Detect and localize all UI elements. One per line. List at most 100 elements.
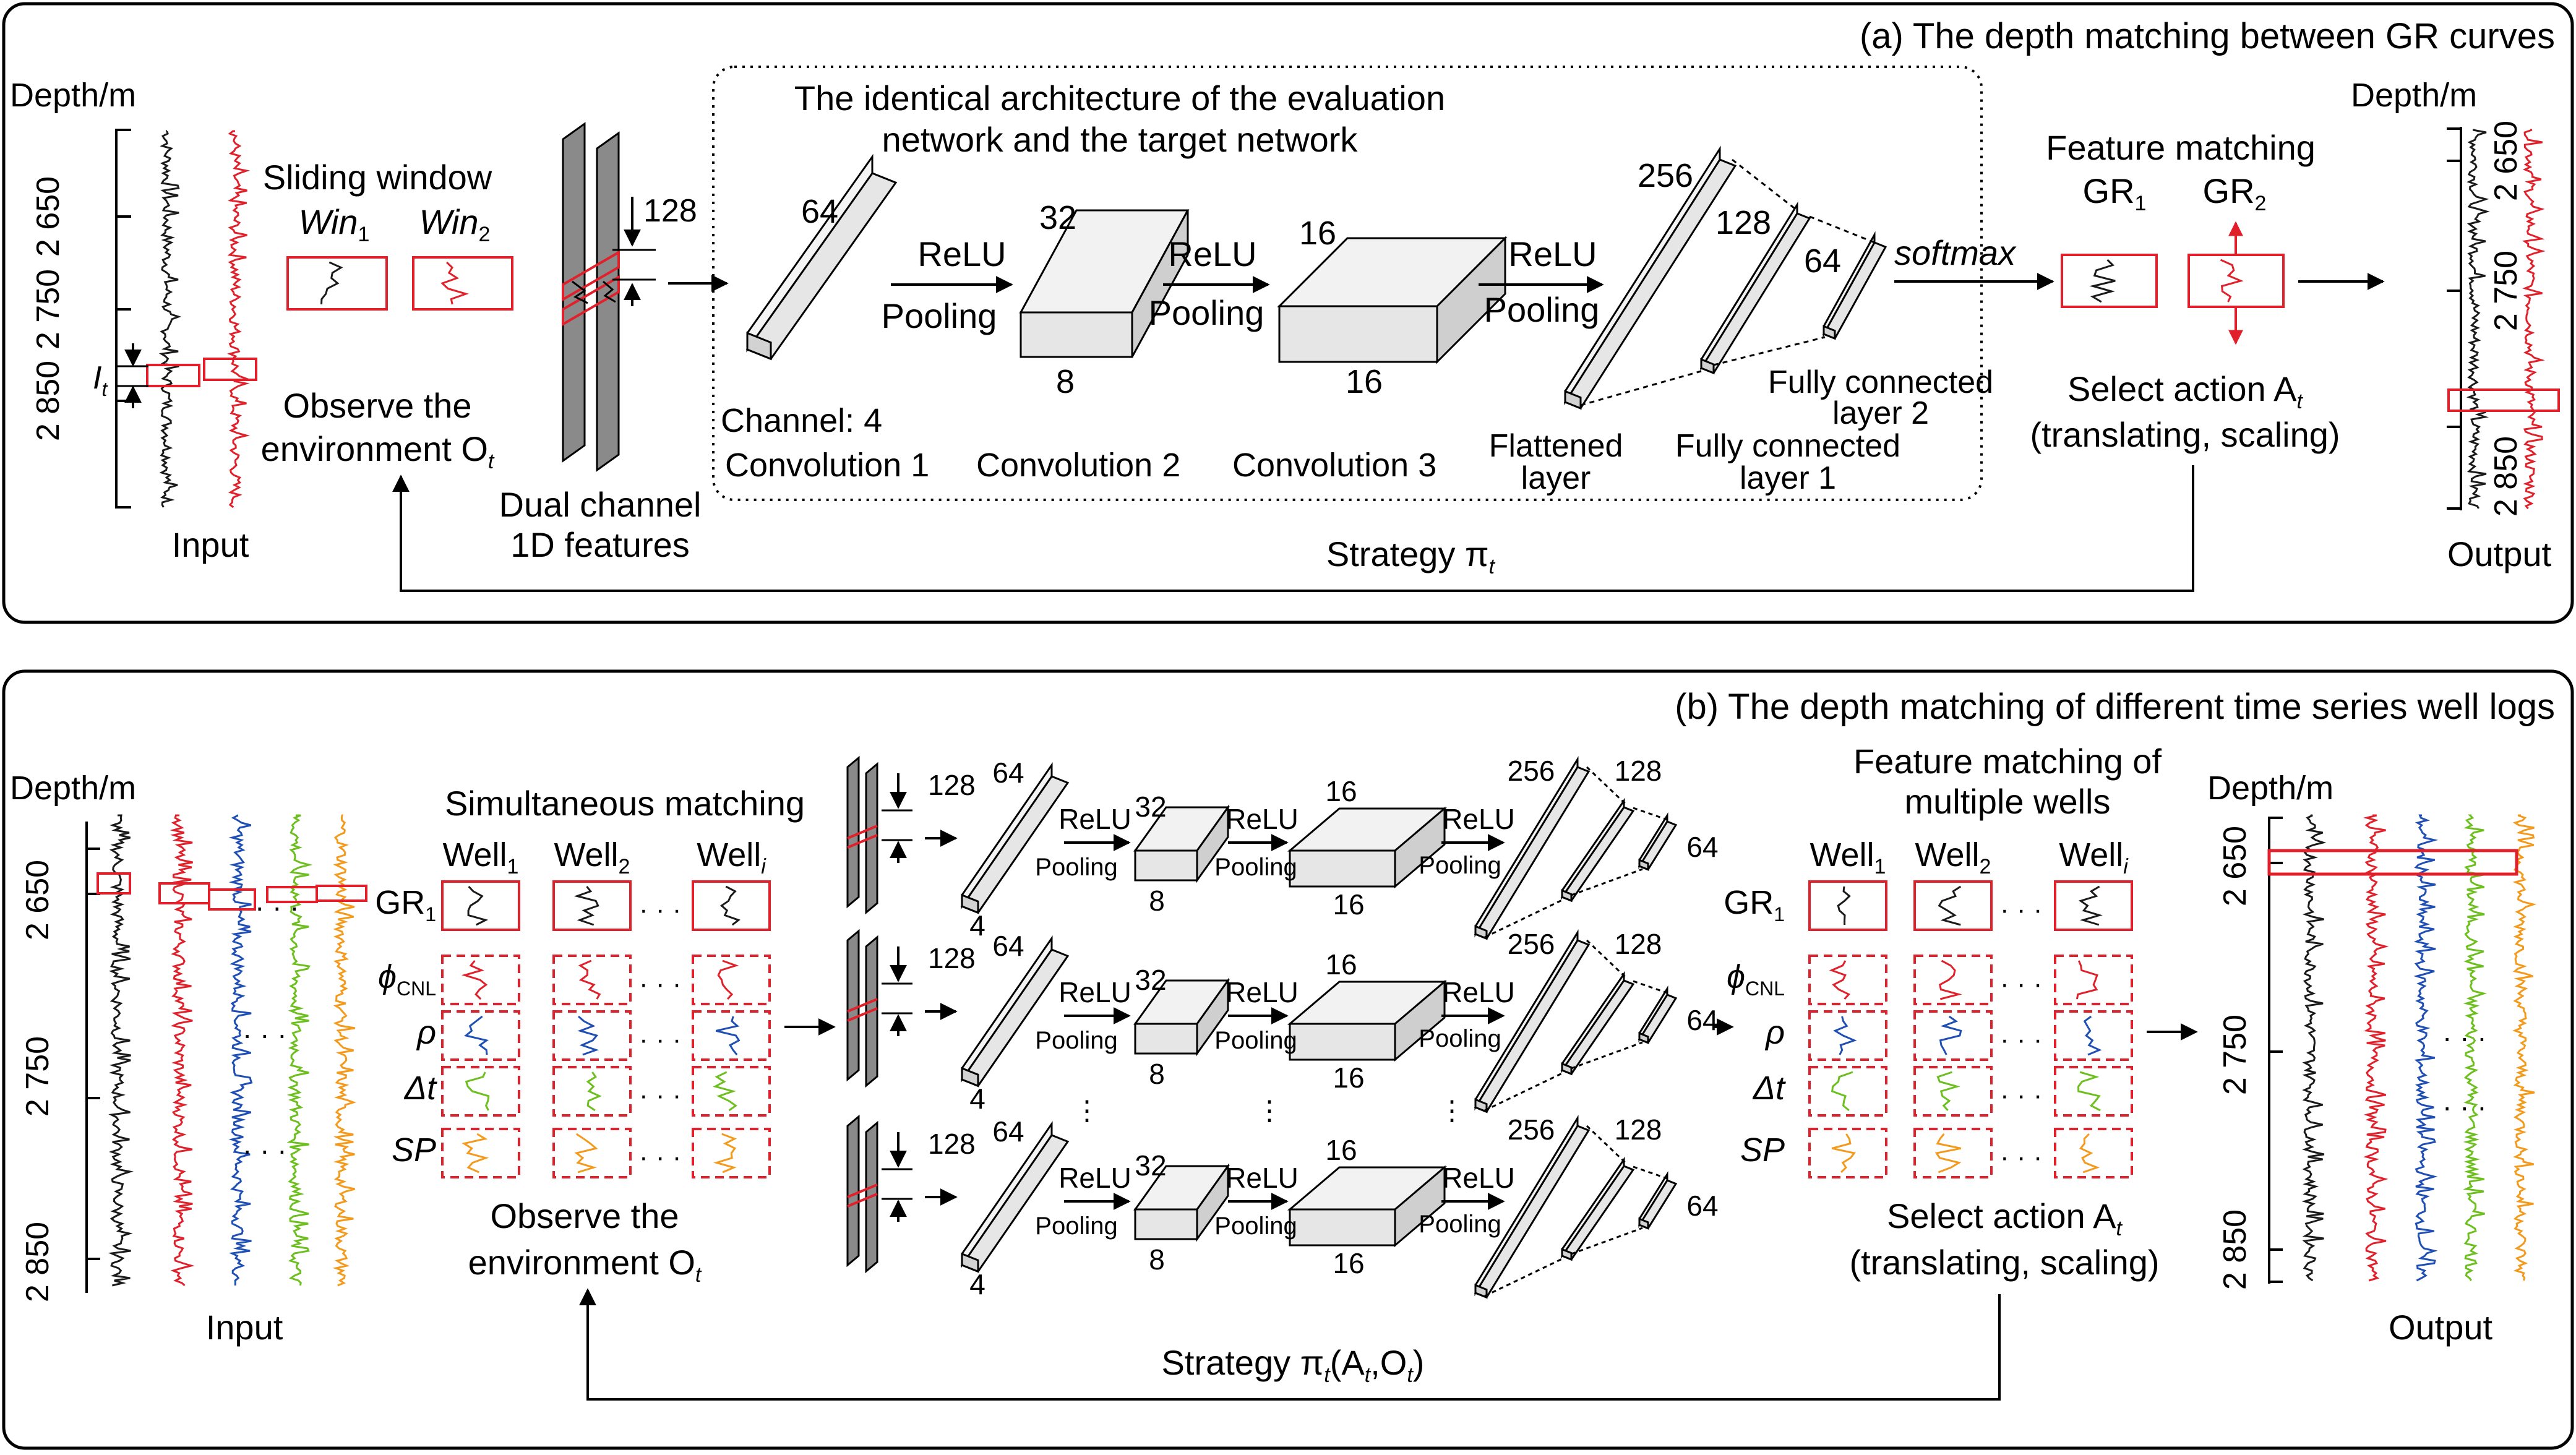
a-depth-ticks-right bbox=[2447, 127, 2461, 510]
a-win1-label: Win1 bbox=[299, 202, 370, 246]
b-left-cell-curve-r5-c1 bbox=[462, 1133, 489, 1174]
b-input-window-2 bbox=[158, 882, 210, 904]
b-right-cell-r2-c3 bbox=[2054, 955, 2133, 1005]
b-left-cell-r4-c1 bbox=[441, 1066, 520, 1117]
b-label-128-3: 128 bbox=[928, 1128, 976, 1160]
a-feature-matching: Feature matching bbox=[2046, 128, 2316, 167]
b-plane-a-3 bbox=[846, 1114, 860, 1268]
b-right-cell-curve-r3-c3 bbox=[2083, 1015, 2102, 1056]
b-left-cell-r1-c2 bbox=[552, 880, 632, 931]
b-in-curve-1 bbox=[108, 814, 134, 1287]
b-out-curve-3 bbox=[2413, 814, 2439, 1282]
a-channel-label: Channel: 4 bbox=[721, 402, 882, 439]
a-softmax: softmax bbox=[1894, 233, 2017, 272]
b-output-curves bbox=[2301, 814, 2537, 1282]
b-right-log-label-5: SP bbox=[1740, 1131, 1785, 1169]
b-right-row-dots-2: · · · bbox=[2000, 969, 2042, 999]
b-left-cell-curve-r1-c3 bbox=[719, 885, 741, 926]
b-label-32-2: 32 bbox=[1135, 964, 1166, 996]
b-label-8-2: 8 bbox=[1149, 1058, 1165, 1090]
b-label-pooling-1-3: Pooling bbox=[1035, 1212, 1117, 1240]
b-out-curve-2 bbox=[2363, 814, 2389, 1282]
b-left-well-header-2: Well2 bbox=[554, 836, 630, 878]
a-flattened-line2: layer bbox=[1521, 460, 1591, 496]
b-conv3-block-3 bbox=[1287, 1165, 1448, 1248]
a-out-tick-2650: 2 650 bbox=[2488, 121, 2524, 201]
a-out-tick-2750: 2 750 bbox=[2488, 251, 2524, 331]
a-input-window-2 bbox=[203, 358, 257, 381]
a-tick-2750: 2 750 bbox=[30, 269, 66, 350]
a-window-curves bbox=[320, 261, 469, 305]
panel-b-frame bbox=[2, 669, 2574, 1450]
b-label-64-1: 64 bbox=[992, 757, 1024, 789]
b-label-16-bottom-1: 16 bbox=[1333, 888, 1364, 921]
b-left-log-label-4: Δt bbox=[403, 1070, 437, 1107]
b-flat-block-3 bbox=[1474, 1115, 1591, 1299]
a-output-label: Output bbox=[2447, 534, 2552, 573]
b-label-relu-2-3: ReLU bbox=[1226, 1162, 1299, 1194]
a-conv1-block bbox=[745, 153, 898, 361]
b-left-cell-r2-c1 bbox=[441, 955, 520, 1005]
a-strategy-label: Strategy πt bbox=[1326, 534, 1496, 578]
a-depth-ticks-left bbox=[116, 129, 131, 509]
b-right-cell-curve-r2-c3 bbox=[2076, 960, 2098, 1000]
b-label-pooling-1-1: Pooling bbox=[1035, 854, 1117, 881]
a-depth-label: Depth/m bbox=[10, 77, 136, 114]
b-fc2-block-2 bbox=[1638, 985, 1678, 1044]
b-label-relu-3-1: ReLU bbox=[1442, 803, 1515, 835]
b-left-cell-curve-r5-c3 bbox=[713, 1133, 737, 1174]
b-feature-line2: multiple wells bbox=[1905, 782, 2111, 821]
b-label-relu-3-3: ReLU bbox=[1442, 1162, 1515, 1194]
a-conv3-label: Convolution 3 bbox=[1232, 447, 1436, 484]
a-conv1-label: Convolution 1 bbox=[725, 447, 929, 484]
b-out-tick-2850: 2 850 bbox=[2217, 1209, 2253, 1290]
b-left-row-dots-5: · · · bbox=[639, 1142, 681, 1172]
a-fc-256: 256 bbox=[1638, 157, 1693, 194]
b-right-log-label-1: GR1 bbox=[1724, 884, 1785, 925]
b-flat-block-2 bbox=[1474, 929, 1591, 1114]
b-right-cell-curve-r1-c1 bbox=[1837, 886, 1851, 925]
b-fc1-block-1 bbox=[1560, 797, 1635, 903]
b-select-line1: Select action At bbox=[1887, 1196, 2123, 1240]
b-network-row-1 bbox=[846, 755, 1678, 940]
b-input-label: Input bbox=[206, 1308, 283, 1347]
b-out-curve-4 bbox=[2463, 814, 2488, 1281]
b-right-cell-curve-r4-c1 bbox=[1831, 1071, 1853, 1112]
b-depth-ticks-left bbox=[87, 848, 100, 1260]
b-conv3-block-1 bbox=[1287, 806, 1448, 889]
b-label-8-1: 8 bbox=[1149, 885, 1165, 917]
b-right-row-dots-4: · · · bbox=[2000, 1080, 2042, 1110]
b-tick-2650: 2 650 bbox=[20, 860, 56, 940]
b-network-row-3 bbox=[846, 1114, 1678, 1299]
b-label-64b-3: 64 bbox=[1686, 1190, 1718, 1222]
a-win1-curve bbox=[320, 261, 343, 305]
a-out-curve-2 bbox=[2522, 129, 2546, 509]
b-left-cell-r5-c2 bbox=[552, 1128, 632, 1178]
a-win2-label: Win2 bbox=[419, 202, 491, 246]
b-left-cell-curve-r4-c2 bbox=[586, 1071, 602, 1112]
a-dual-line1: Dual channel bbox=[499, 485, 702, 524]
b-label-16-bottom-2: 16 bbox=[1333, 1062, 1364, 1094]
a-select-line2: (translating, scaling) bbox=[2030, 415, 2340, 454]
b-feature-line1: Feature matching of bbox=[1853, 742, 2162, 781]
b-conv1-block-1 bbox=[960, 762, 1070, 914]
b-label-pooling-3-2: Pooling bbox=[1419, 1025, 1501, 1052]
b-conv1-block-2 bbox=[960, 935, 1070, 1088]
b-output-label: Output bbox=[2389, 1308, 2493, 1347]
b-left-cell-curve-r3-c1 bbox=[463, 1015, 489, 1055]
b-in-curve-5 bbox=[332, 814, 356, 1287]
a-win1-box bbox=[286, 256, 388, 311]
b-label-16-top-2: 16 bbox=[1325, 948, 1357, 981]
a-flattened-block bbox=[1563, 145, 1737, 410]
a-pooling-3: Pooling bbox=[1484, 290, 1600, 329]
b-right-cell-r4-c1 bbox=[1808, 1066, 1887, 1117]
b-left-cell-curve-r2-c3 bbox=[717, 959, 739, 1000]
b-right-row-dots-1: · · · bbox=[2000, 895, 2042, 925]
b-label-128b-3: 128 bbox=[1615, 1114, 1662, 1146]
b-right-row-dots-5: · · · bbox=[2000, 1142, 2042, 1172]
b-label-4-2: 4 bbox=[969, 1083, 985, 1115]
b-label-64-3: 64 bbox=[992, 1115, 1024, 1148]
a-gr2-label: GR2 bbox=[2203, 171, 2267, 215]
b-left-cell-r3-c1 bbox=[441, 1010, 520, 1061]
b-label-relu-2-2: ReLU bbox=[1226, 976, 1299, 1008]
